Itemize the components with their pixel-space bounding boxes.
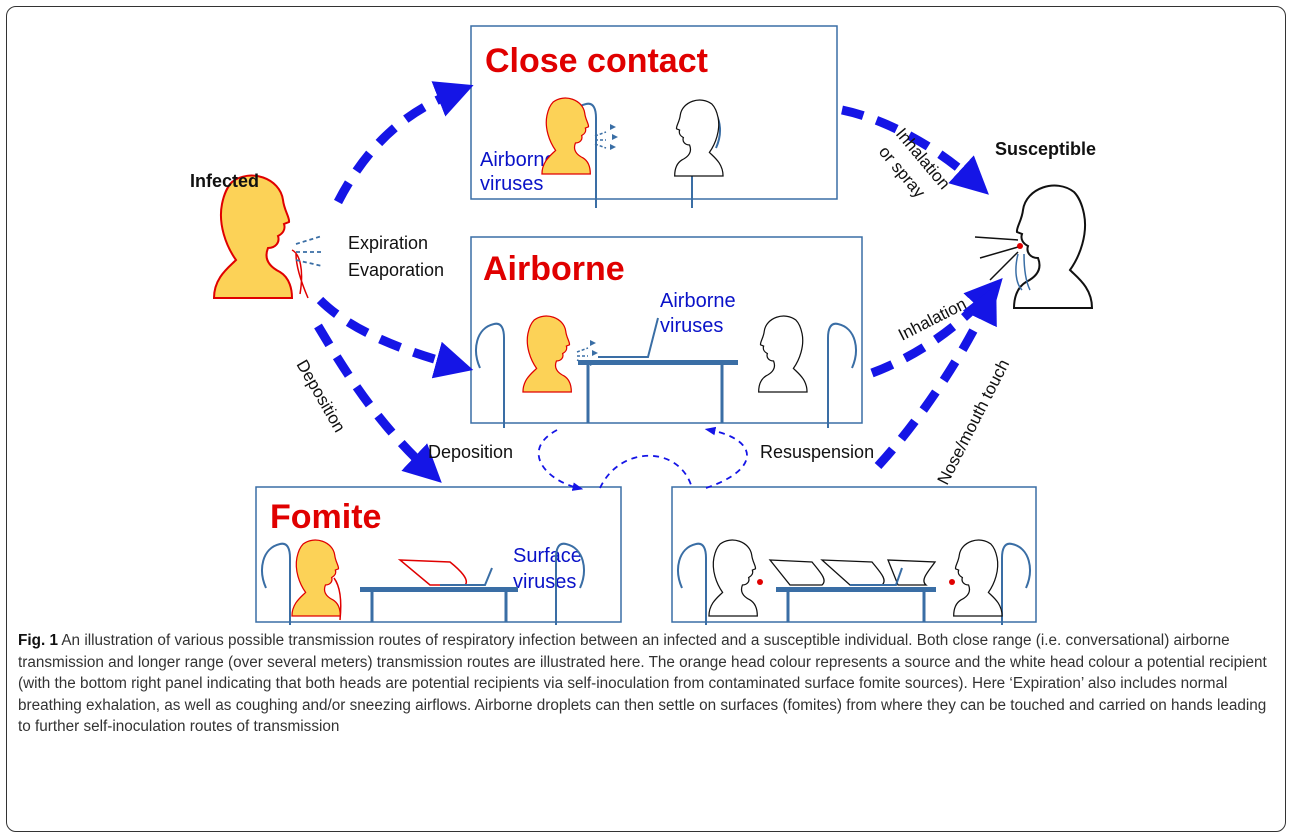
fomite-note-line2: viruses xyxy=(513,571,576,593)
arrow-infected-to-close-contact xyxy=(334,81,474,205)
fomite-title: Fomite xyxy=(270,498,381,536)
arrow-surface-exchange xyxy=(599,455,693,489)
infected-label: Infected xyxy=(190,171,259,191)
close-contact-scene xyxy=(541,97,724,209)
inhaled-droplets-icon xyxy=(974,236,1031,291)
airborne-note-line2: viruses xyxy=(660,315,723,337)
deposition-label: Deposition xyxy=(428,442,513,462)
caption-label: Fig. 1 xyxy=(18,632,58,649)
close-contact-note-line1: Airborne xyxy=(480,149,556,171)
arrow-close-contact-to-susceptible xyxy=(841,105,989,195)
arrow-infected-to-fomite xyxy=(314,323,442,483)
evaporation-label: Evaporation xyxy=(348,260,444,280)
expiration-arrows-icon xyxy=(295,235,323,267)
arrow-surface-resuspension xyxy=(704,426,748,489)
airborne-scene xyxy=(475,315,857,429)
inhalation-label: Inhalation xyxy=(895,294,969,344)
infected-person xyxy=(213,174,309,299)
airborne-note-line1: Airborne xyxy=(660,290,736,312)
exchange-arrows xyxy=(537,426,748,491)
self-inoculation-scene xyxy=(677,539,1031,625)
arrow-airborne-deposition xyxy=(537,429,584,491)
susceptible-label: Susceptible xyxy=(995,139,1096,159)
close-contact-panel xyxy=(470,25,838,200)
arrow-infected-to-airborne xyxy=(316,296,474,379)
caption-text: An illustration of various possible tran… xyxy=(18,632,1267,736)
resuspension-label: Resuspension xyxy=(760,442,874,462)
susceptible-person xyxy=(1013,184,1093,309)
close-contact-title: Close contact xyxy=(485,42,708,80)
airborne-title: Airborne xyxy=(483,250,625,288)
figure-caption: Fig. 1 An illustration of various possib… xyxy=(18,630,1276,738)
route-arrows xyxy=(314,81,1003,483)
fomite-scene xyxy=(261,539,585,625)
expiration-label: Expiration xyxy=(348,233,428,253)
close-contact-note-line2: viruses xyxy=(480,173,543,195)
fomite-note-line1: Surface xyxy=(513,545,582,567)
transmission-diagram: Infected Expiration Evaporation Suscepti… xyxy=(190,25,1096,625)
